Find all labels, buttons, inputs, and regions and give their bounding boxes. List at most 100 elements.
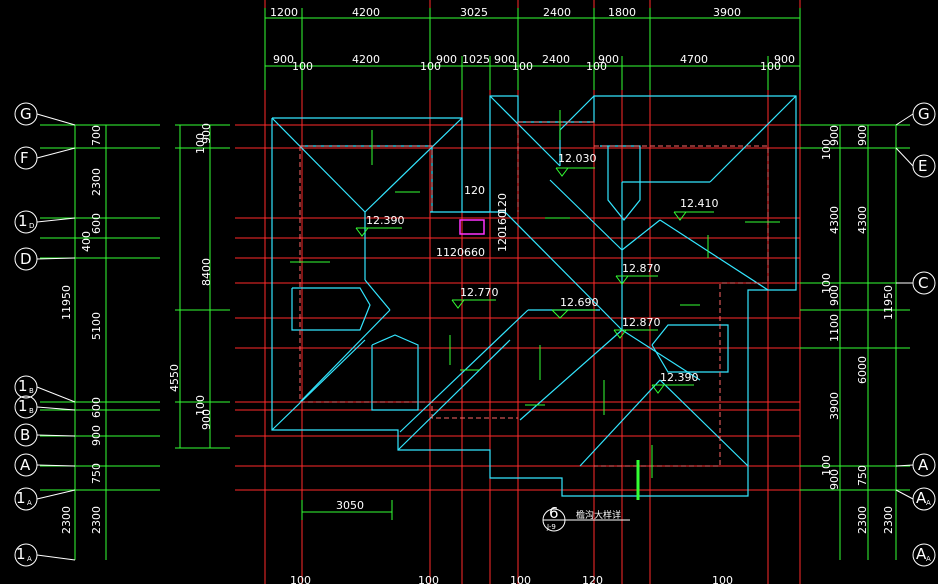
- dim-label: 160: [496, 211, 509, 232]
- dim-label: 4300: [828, 206, 841, 234]
- axis-bubble-leaders: [36, 113, 914, 561]
- elevation-markers: [355, 167, 714, 394]
- axis-label-02a-right: A: [916, 545, 927, 563]
- dim-label: 100: [820, 139, 833, 160]
- dim-label: 2300: [90, 168, 103, 196]
- axis-bubbles: [14, 102, 936, 567]
- dim-label: 100: [510, 574, 531, 584]
- elevation-label: 12.030: [558, 152, 597, 165]
- axis-sub-label: A: [926, 499, 931, 507]
- dim-label: 100: [194, 395, 207, 416]
- dim-label: 100: [418, 574, 439, 584]
- elevation-label: 12.870: [622, 262, 661, 275]
- dim-label: 1800: [608, 6, 636, 19]
- dim-label: 4300: [856, 206, 869, 234]
- axis-label-f: F: [20, 149, 29, 167]
- dim-label: 100: [194, 133, 207, 154]
- elevation-label: 12.870: [622, 316, 661, 329]
- axis-label-02a: 1: [16, 545, 26, 563]
- dim-label: 3900: [713, 6, 741, 19]
- axis-sub-label: D: [29, 222, 34, 230]
- dimension-lines: [40, 8, 910, 560]
- top-dims-inner: 900 100 4200 100 900 1025 900 100 2400 1…: [273, 53, 795, 73]
- dim-label: 900: [436, 53, 457, 66]
- top-dims-outer: 1200 4200 3025 2400 1800 3900: [270, 6, 741, 19]
- dim-label: 1120: [436, 246, 464, 259]
- detail-sheet: J-9: [546, 523, 556, 531]
- dim-label: 3025: [460, 6, 488, 19]
- dim-label: 4700: [680, 53, 708, 66]
- axis-sub-label: B: [29, 387, 34, 395]
- detail-number: 6: [549, 504, 559, 522]
- elevation-label: 12.390: [366, 214, 405, 227]
- dim-label: 100: [292, 60, 313, 73]
- axis-label-g: G: [20, 105, 32, 123]
- dim-label: 120: [582, 574, 603, 584]
- axis-label-1b: 1: [18, 397, 28, 415]
- dim-label: 100: [712, 574, 733, 584]
- dim-label: 4200: [352, 53, 380, 66]
- elevation-labels: 12.030 12.390 12.410 12.870 12.770 12.69…: [366, 152, 719, 384]
- dim-label: 1025: [462, 53, 490, 66]
- right-dims: 100 900 4300 100 900 1100 6000 3900 100 …: [820, 125, 895, 534]
- right-axis-labels: G E C A A A A A: [916, 105, 931, 563]
- dim-label: 900: [828, 125, 841, 146]
- dim-label: 1200: [270, 6, 298, 19]
- elevation-label: 12.390: [660, 371, 699, 384]
- dim-label: 120: [496, 193, 509, 214]
- dim-label: 120: [496, 231, 509, 252]
- chimney-opening: [459, 219, 485, 235]
- dim-label: 100: [820, 273, 833, 294]
- axis-label-e-right: E: [918, 157, 927, 175]
- dim-label: 100: [512, 60, 533, 73]
- dim-label: 5100: [90, 312, 103, 340]
- axis-label-d: D: [20, 250, 32, 268]
- dim-label: 1100: [828, 314, 841, 342]
- dim-label: 8400: [200, 258, 213, 286]
- axis-label-01a: 1: [16, 489, 26, 507]
- elevation-label: 12.690: [560, 296, 599, 309]
- dim-label: 100: [820, 455, 833, 476]
- dim-label: 900: [200, 123, 213, 144]
- elevation-label: 12.410: [680, 197, 719, 210]
- dim-label: 900: [598, 53, 619, 66]
- elevation-label: 12.770: [460, 286, 499, 299]
- dim-label: 2400: [543, 6, 571, 19]
- bottom-marks: 100 100 100 120 100: [290, 574, 733, 584]
- axis-sub-label: A: [27, 555, 32, 563]
- detail-note: 檐沟大样详: [576, 509, 621, 521]
- dim-label: 900: [856, 125, 869, 146]
- dim-label: 120: [464, 184, 485, 197]
- axis-sub-label: A: [926, 555, 931, 563]
- left-axis-labels: G F 1 D D 1 B 1 B B A 1 A 1 A: [16, 105, 34, 563]
- dim-label: 660: [464, 246, 485, 259]
- dim-label: 6000: [856, 356, 869, 384]
- dim-label: 100: [290, 574, 311, 584]
- dim-label: 600: [90, 397, 103, 418]
- axis-label-g-right: G: [918, 105, 930, 123]
- dim-label: 4200: [352, 6, 380, 19]
- axis-sub-label: B: [29, 407, 34, 415]
- dim-label: 900: [494, 53, 515, 66]
- bottom-dim-label: 3050: [336, 499, 364, 512]
- dim-label: 900: [90, 425, 103, 446]
- dim-label: 100: [420, 60, 441, 73]
- dim-label: 3900: [828, 392, 841, 420]
- dim-label: 900: [828, 469, 841, 490]
- axis-label-2b: 1: [18, 377, 28, 395]
- dim-label: 700: [90, 125, 103, 146]
- axis-label-b: B: [20, 426, 30, 444]
- dim-label: 900: [774, 53, 795, 66]
- dim-label: 2300: [882, 506, 895, 534]
- dim-label: 900: [828, 285, 841, 306]
- dim-label: 900: [200, 409, 213, 430]
- dim-label: 11950: [882, 285, 895, 320]
- axis-label-1d: 1: [18, 212, 28, 230]
- axis-label-c-right: C: [918, 274, 928, 292]
- dim-label: 2400: [542, 53, 570, 66]
- left-dims: 700 2300 600 400 5100 600 900 750 2300 1…: [60, 123, 213, 534]
- dim-label: 900: [273, 53, 294, 66]
- axis-sub-label: A: [27, 499, 32, 507]
- dim-label: 11950: [60, 285, 73, 320]
